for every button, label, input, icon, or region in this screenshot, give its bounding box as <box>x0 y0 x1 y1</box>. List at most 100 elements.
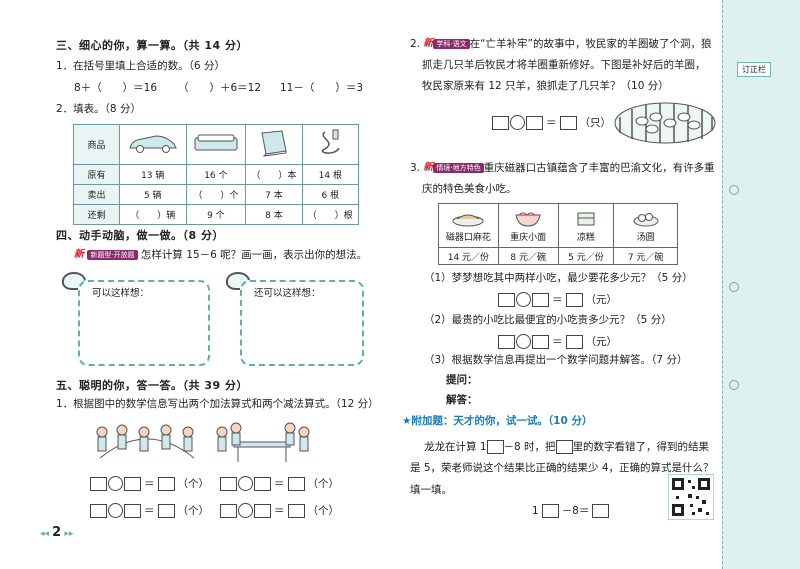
sub-question-3: （3）根据数学信息再提出一个数学问题并解答。（7 分） <box>424 354 688 366</box>
food-table: 磁器口麻花 重庆小面 凉糕 汤圆 14 元／份 8 元／碗 5 元／份 7 元／… <box>438 203 678 265</box>
food-name: 凉糕 <box>576 232 595 243</box>
unit-label: （个） <box>177 478 210 490</box>
row-label: 卖出 <box>73 184 120 205</box>
table-cell: 7 本 <box>245 184 303 205</box>
cold-cake-icon <box>577 212 595 225</box>
food-price: 8 元／碗 <box>497 247 559 265</box>
new-badge: 新 <box>423 38 434 49</box>
answer-box[interactable] <box>526 115 543 130</box>
operator-circle[interactable] <box>516 334 531 349</box>
answer-box[interactable] <box>124 503 141 518</box>
bonus-title-line: ★附加题：天才的你，试一试。（10 分） <box>402 415 592 428</box>
q3-number: 3. <box>410 162 421 174</box>
q3-first-line: 3. 新情境·地方特色重庆磁器口古镇蕴含了丰富的巴渝文化，有许多重 <box>410 162 715 175</box>
row-label: 还剩 <box>73 204 120 225</box>
answer-box[interactable] <box>90 503 107 518</box>
q2-equation: ＝（只） <box>492 115 613 130</box>
answer-box[interactable] <box>220 476 237 491</box>
answer-box[interactable] <box>592 503 610 518</box>
q2-line: 牧民家原来有 12 只羊，狼抓走了几只羊？（10 分） <box>422 80 669 92</box>
operator-circle[interactable] <box>108 503 123 518</box>
new-badge: 新 <box>74 249 84 260</box>
answer-box[interactable] <box>532 292 549 307</box>
bonus-line-3: 填一填。 <box>410 484 452 496</box>
answer-box[interactable] <box>559 115 577 130</box>
table-cell: 16 个 <box>185 164 247 185</box>
operator-circle[interactable] <box>238 476 253 491</box>
tag: 学科·语文 <box>433 38 470 50</box>
q2-number: 2. <box>410 38 421 50</box>
section-5-title: 五、聪明的你，答一答。（共 39 分） <box>56 379 248 392</box>
table-cell[interactable]: （ ）本 <box>245 164 303 185</box>
ask-label[interactable]: 提问： <box>446 374 478 386</box>
sec5-q1: 1．根据图中的数学信息写出两个加法算式和两个减法算式。（12 分） <box>56 398 379 410</box>
answer-box[interactable] <box>498 292 515 307</box>
sheep-pen-icon <box>614 102 716 144</box>
pencil-case-icon <box>185 124 247 165</box>
answer-box[interactable] <box>254 476 271 491</box>
answer-box[interactable] <box>565 292 583 307</box>
table-cell: 14 根 <box>301 164 360 185</box>
q2-line: 抓走几只羊后牧民才将羊圈重新修好。下图是补好后的羊圈， <box>422 59 706 71</box>
answer-label[interactable]: 解答： <box>446 394 478 406</box>
q2-line: 在“亡羊补牢”的故事中，牧民家的羊圈破了个洞，狼 <box>469 38 712 50</box>
table-cell[interactable]: （ ）个 <box>185 184 247 205</box>
row-label: 原有 <box>73 164 120 185</box>
q2-label: 2．填表。（8 分） <box>56 103 141 115</box>
equation-sub-1: ＝（个） <box>90 503 211 518</box>
table-cell: 6 根 <box>301 184 360 205</box>
sub-question-1: （1）梦梦想吃其中两样小吃，最少要花多少元？（5 分） <box>424 272 693 284</box>
answer-box[interactable] <box>565 334 583 349</box>
table-cell: 13 辆 <box>119 164 187 185</box>
qr-code-icon <box>668 474 714 520</box>
food-name: 重庆小面 <box>510 232 547 243</box>
table-cell: 5 辆 <box>119 184 187 205</box>
answer-box[interactable] <box>555 440 573 454</box>
bonus-line-1: 龙龙在计算 1－8 时，把里的数字看错了，得到的结果 <box>424 440 710 454</box>
section-4-title: 四、动手动脑，做一做。（8 分） <box>56 229 224 242</box>
final-equation: 1－8＝ <box>530 503 610 518</box>
sec4-question-line: 新 新题型·开放题 怎样计算 15－6 呢？画一画，表示出你的想法。 <box>74 249 367 262</box>
correction-strip: 订正栏 <box>722 0 800 569</box>
answer-box[interactable] <box>498 334 515 349</box>
star-icon: ★ <box>402 415 412 427</box>
binding-hole <box>729 185 739 195</box>
section-3-title: 三、细心的你，算一算。（共 14 分） <box>56 39 248 52</box>
answer-box[interactable] <box>90 476 107 491</box>
unit-label: （元） <box>585 336 618 348</box>
food-cell: 磁器口麻花 <box>438 203 499 248</box>
drawing-area-left[interactable]: 可以这样想： <box>78 280 210 366</box>
table-cell[interactable]: （ ）根 <box>301 204 360 225</box>
drawing-area-right[interactable]: 还可以这样想： <box>240 280 364 366</box>
unit-label: （只） <box>579 117 612 129</box>
bonus-title: 附加题：天才的你，试一试。（10 分） <box>411 415 593 427</box>
mahua-icon <box>452 214 484 226</box>
answer-box[interactable] <box>287 503 305 518</box>
answer-box[interactable] <box>287 476 305 491</box>
answer-box[interactable] <box>486 440 504 454</box>
strip-label: 订正栏 <box>737 62 771 77</box>
children-jump-rope-icon <box>96 424 195 459</box>
answer-box[interactable] <box>532 334 549 349</box>
answer-box[interactable] <box>157 503 175 518</box>
operator-circle[interactable] <box>510 115 525 130</box>
q3-line: 重庆磁器口古镇蕴含了丰富的巴渝文化，有许多重 <box>483 162 715 174</box>
table-cell: 8 本 <box>245 204 303 225</box>
answer-box[interactable] <box>124 476 141 491</box>
tangyuan-icon <box>633 212 659 226</box>
answer-box[interactable] <box>157 476 175 491</box>
new-badge: 新 <box>423 162 434 173</box>
operator-circle[interactable] <box>108 476 123 491</box>
operator-circle[interactable] <box>516 292 531 307</box>
answer-box[interactable] <box>541 503 559 518</box>
unit-label: （个） <box>307 505 340 517</box>
table-cell[interactable]: （ ）辆 <box>119 204 187 225</box>
operator-circle[interactable] <box>238 503 253 518</box>
left-prompt: 可以这样想： <box>92 288 150 299</box>
answer-box[interactable] <box>254 503 271 518</box>
page-number: ◂◂ 2 ▸▸ <box>40 525 74 540</box>
q1-label: 1．在括号里填上合适的数。（6 分） <box>56 60 225 72</box>
equation-sub-2: ＝（个） <box>220 503 341 518</box>
answer-box[interactable] <box>220 503 237 518</box>
answer-box[interactable] <box>492 115 509 130</box>
